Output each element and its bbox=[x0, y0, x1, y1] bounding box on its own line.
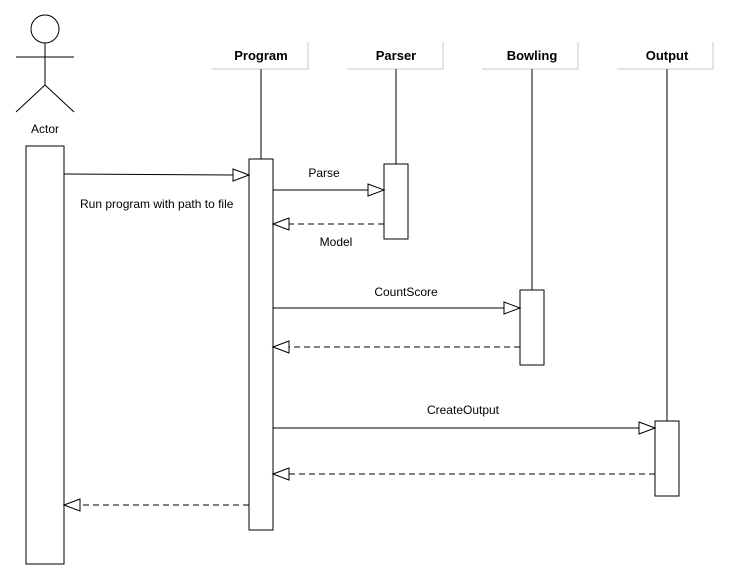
participant-output-header-frame bbox=[617, 42, 714, 70]
participant-program: Program bbox=[212, 42, 309, 70]
message-run-label: Run program with path to file bbox=[80, 197, 234, 211]
message-output: CreateOutput bbox=[273, 403, 657, 435]
message-parse: Parse bbox=[273, 166, 386, 197]
actor-figure bbox=[15, 14, 75, 113]
message-count: CountScore bbox=[273, 285, 522, 315]
message-parse-return-arrowhead bbox=[271, 217, 290, 231]
participant-output-label: Output bbox=[646, 48, 689, 63]
message-parse-label: Parse bbox=[308, 166, 340, 180]
message-run-line bbox=[63, 173, 234, 176]
message-run: Run program with path to file bbox=[63, 168, 251, 211]
participant-output: Output bbox=[617, 42, 714, 70]
message-run-return bbox=[62, 498, 249, 512]
participant-bowling-header-frame bbox=[482, 42, 579, 70]
message-output-return bbox=[271, 467, 655, 481]
message-count-return-arrowhead bbox=[271, 340, 290, 354]
participant-program-label: Program bbox=[234, 48, 287, 63]
message-run-return-arrowhead bbox=[62, 498, 81, 512]
participant-bowling-label: Bowling bbox=[507, 48, 558, 63]
activation-bowling bbox=[519, 289, 545, 366]
participant-parser-header-frame bbox=[347, 42, 444, 70]
message-count-return bbox=[271, 340, 520, 354]
activation-output bbox=[654, 420, 680, 497]
participant-parser-label: Parser bbox=[376, 48, 416, 63]
activation-actor bbox=[25, 145, 65, 565]
message-run-arrowhead bbox=[232, 168, 251, 182]
actor-label: Actor bbox=[31, 122, 59, 136]
message-output-return-arrowhead bbox=[271, 467, 290, 481]
message-output-label: CreateOutput bbox=[427, 403, 500, 417]
activation-program bbox=[248, 158, 274, 531]
message-count-arrowhead bbox=[503, 301, 522, 315]
message-output-arrowhead bbox=[638, 421, 657, 435]
message-parse-arrowhead bbox=[367, 183, 386, 197]
activation-parser bbox=[383, 163, 409, 240]
participant-parser: Parser bbox=[347, 42, 444, 70]
message-count-label: CountScore bbox=[374, 285, 438, 299]
participant-bowling: Bowling bbox=[482, 42, 579, 70]
message-parse-return-label: Model bbox=[320, 235, 353, 249]
message-parse-return: Model bbox=[271, 217, 384, 249]
participant-program-header-frame bbox=[212, 42, 309, 70]
